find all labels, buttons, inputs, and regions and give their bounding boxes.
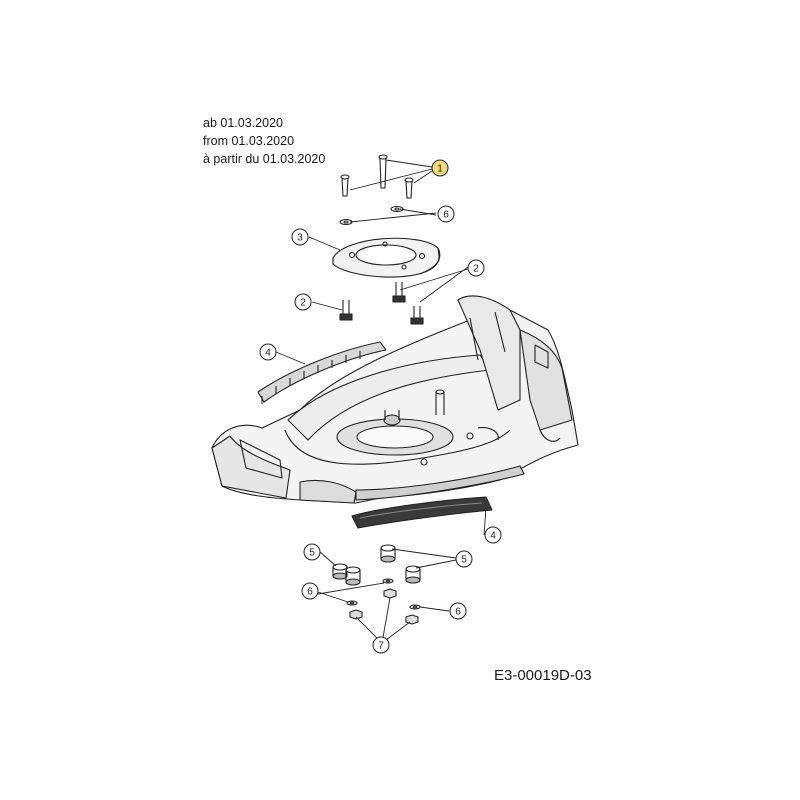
bumper-part-4a	[257, 341, 387, 404]
bolt-part-2c	[410, 306, 424, 325]
nut-part-7c	[405, 614, 419, 625]
svg-text:4: 4	[490, 531, 496, 542]
callout-5-right: 5	[455, 550, 473, 568]
spacer-part-5a	[332, 563, 348, 580]
svg-text:2: 2	[300, 298, 306, 309]
svg-text:5: 5	[461, 555, 467, 566]
callout-4-bottom: 4	[484, 526, 502, 544]
washer-part-6e	[409, 604, 421, 610]
svg-text:6: 6	[455, 607, 461, 618]
callout-6-right: 6	[449, 602, 467, 620]
bumper-part-4b	[351, 496, 493, 529]
callout-1: 1	[431, 159, 449, 177]
spacer-part-5b	[345, 566, 361, 586]
validity-en: from 01.03.2020	[203, 134, 295, 148]
washer-part-6d	[382, 578, 394, 584]
document-code: E3-00019D-03	[494, 667, 592, 684]
callout-5-left: 5	[303, 543, 321, 561]
washer-part-6c	[346, 600, 358, 606]
washer-part-6b	[390, 205, 404, 213]
validity-fr: à partir du 01.03.2020	[203, 152, 326, 166]
callout-7: 7	[372, 636, 390, 654]
callout-2-right: 2	[467, 259, 485, 277]
bolt-part-2a	[339, 300, 353, 321]
mower-deck	[211, 295, 579, 504]
callout-6-left: 6	[301, 582, 319, 600]
svg-text:2: 2	[473, 264, 479, 275]
callout-3: 3	[291, 228, 309, 246]
leader-lines	[275, 159, 487, 644]
validity-notes: ab 01.03.2020 from 01.03.2020 à partir d…	[203, 114, 325, 168]
nut-part-7a	[349, 609, 363, 620]
callout-4-top: 4	[259, 343, 277, 361]
validity-de: ab 01.03.2020	[203, 116, 283, 130]
screw-part-1a	[378, 154, 388, 189]
screw-part-1b	[340, 174, 350, 197]
spacer-part-5c	[380, 544, 396, 563]
motor-plate-part-3	[332, 237, 441, 278]
svg-text:6: 6	[307, 587, 313, 598]
svg-text:6: 6	[443, 210, 449, 221]
svg-text:4: 4	[265, 348, 271, 359]
svg-text:7: 7	[378, 641, 384, 652]
callout-6-top: 6	[437, 205, 455, 223]
bolt-part-2b	[392, 282, 406, 303]
callout-2-left: 2	[294, 293, 312, 311]
svg-text:5: 5	[309, 548, 315, 559]
svg-text:3: 3	[297, 233, 303, 244]
nut-part-7b	[383, 588, 397, 599]
spacer-part-5d	[405, 565, 421, 584]
svg-text:1: 1	[437, 164, 443, 175]
screw-part-1c	[404, 177, 414, 199]
